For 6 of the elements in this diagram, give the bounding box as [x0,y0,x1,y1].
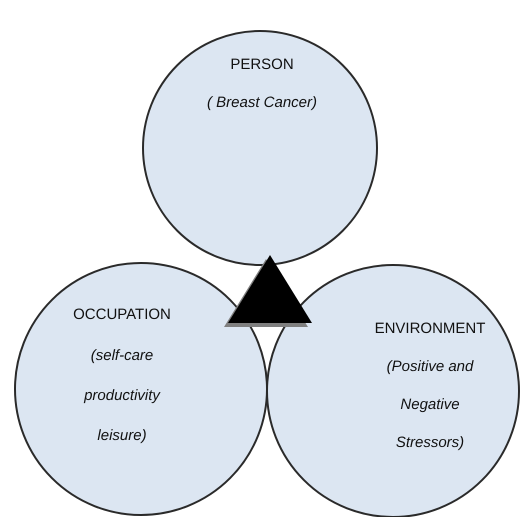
circle-title: OCCUPATION [72,305,172,325]
circle-title: PERSON [229,55,295,75]
circle-title: ENVIRONMENT [374,319,486,339]
circle-subtitle: ( Breast Cancer) [206,93,318,113]
circle-subtitle: (self-care productivity leisure) [82,346,162,446]
circle-subtitle: (Positive and Negative Stressors) [386,357,475,453]
